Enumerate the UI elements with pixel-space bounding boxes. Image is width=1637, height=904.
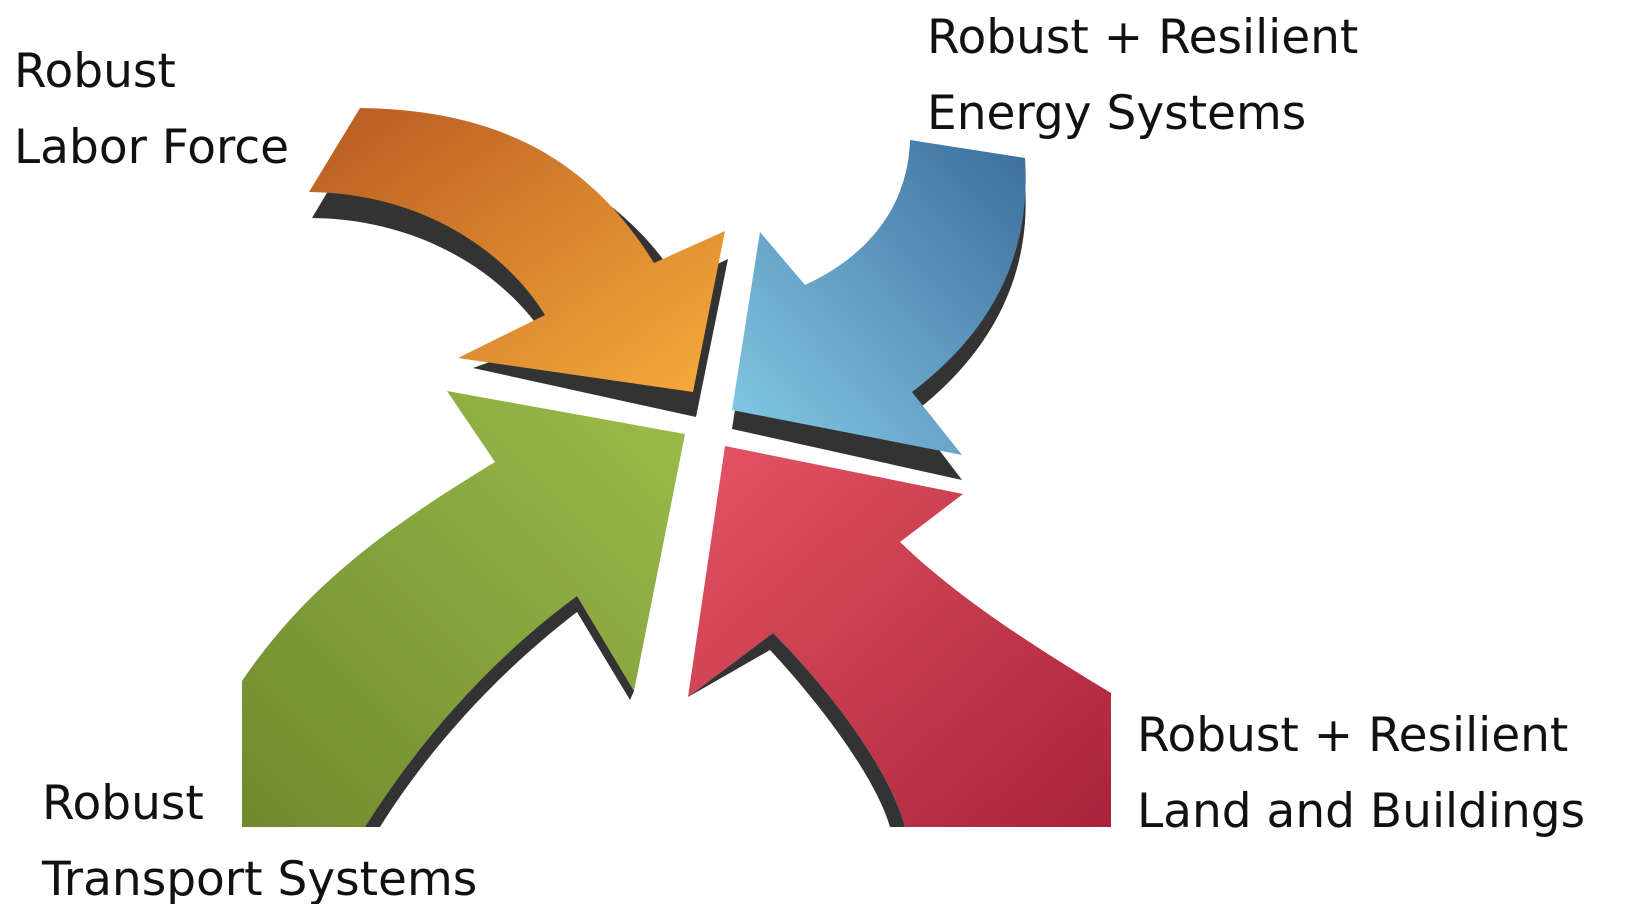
label-line: Robust bbox=[42, 776, 204, 831]
arrow-land-and-buildings bbox=[688, 446, 1111, 827]
label-line: Energy Systems bbox=[927, 86, 1307, 141]
arrow-labor-force bbox=[309, 108, 728, 417]
label-line: Transport Systems bbox=[42, 852, 478, 904]
label-robust-resilient-land-and-buildings: Robust + Resilient Land and Buildings bbox=[1137, 698, 1585, 850]
arrow-transport-systems-edge bbox=[365, 596, 634, 827]
label-line: Robust bbox=[14, 44, 176, 99]
arrow-transport-systems-face bbox=[242, 391, 685, 827]
arrow-land-and-buildings-face bbox=[688, 446, 1111, 827]
label-line: Robust + Resilient bbox=[1137, 708, 1569, 763]
label-robust-transport-systems: Robust Transport Systems bbox=[42, 766, 477, 904]
label-robust-resilient-energy-systems: Robust + Resilient Energy Systems bbox=[927, 0, 1358, 152]
label-robust-labor-force: Robust Labor Force bbox=[14, 34, 289, 186]
arrow-land-and-buildings-edge bbox=[688, 633, 905, 827]
label-line: Land and Buildings bbox=[1137, 784, 1586, 839]
arrow-energy-systems bbox=[732, 140, 1026, 480]
arrow-labor-force-face bbox=[309, 108, 725, 392]
arrow-energy-systems-face bbox=[732, 140, 1026, 455]
label-line: Labor Force bbox=[14, 120, 290, 175]
arrow-transport-systems bbox=[242, 391, 685, 827]
label-line: Robust + Resilient bbox=[927, 10, 1359, 65]
